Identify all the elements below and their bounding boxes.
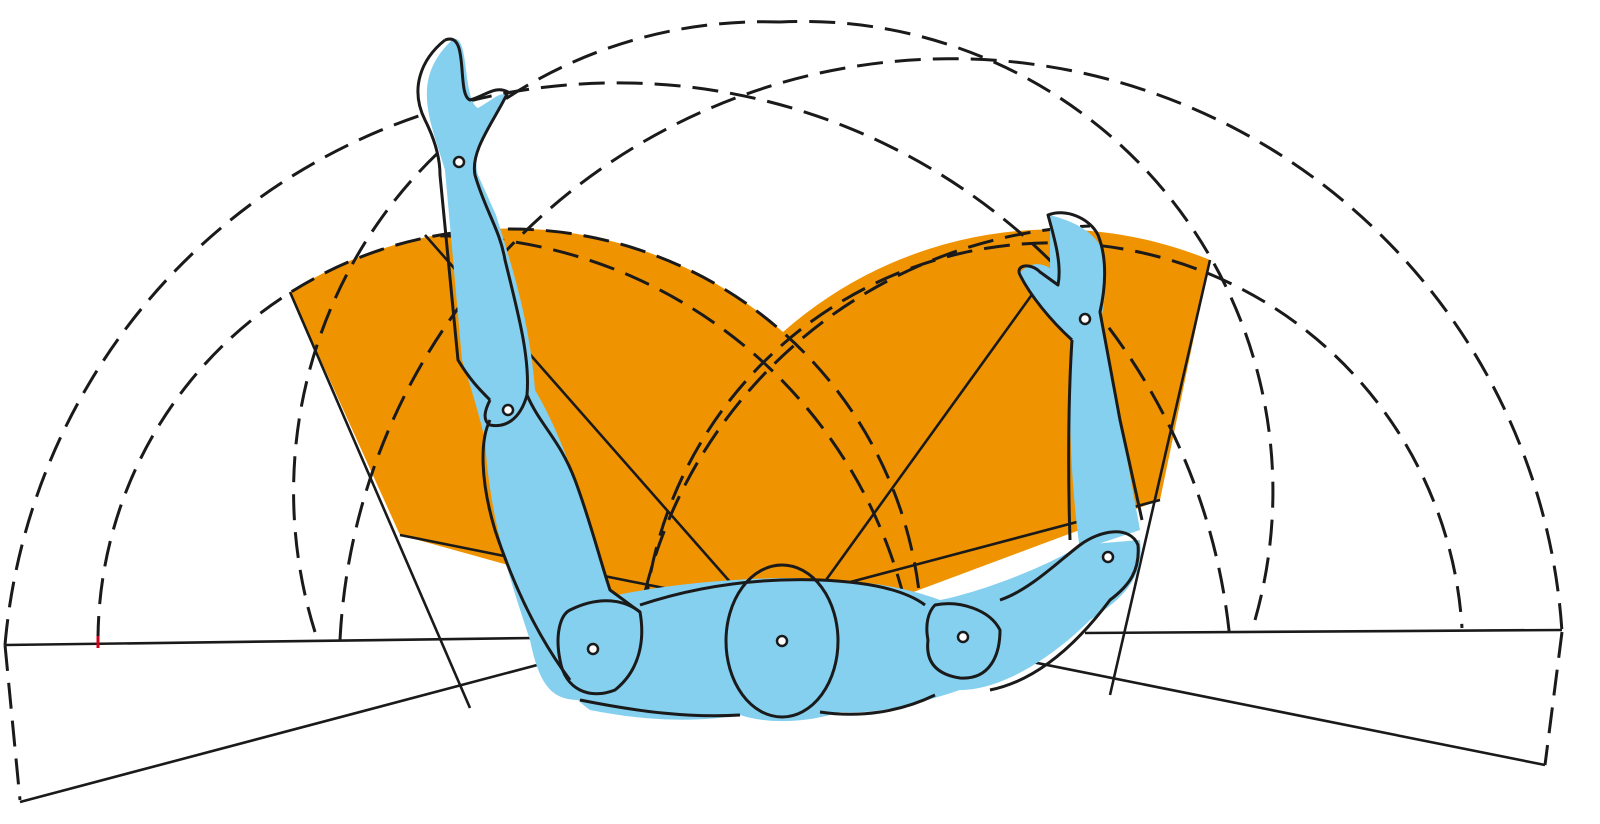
center-forearm-arc-right — [643, 224, 1091, 593]
left-hand-outline — [556, 599, 644, 696]
left-wrist-joint — [452, 155, 466, 169]
right-upper-arm-outline — [989, 339, 1140, 692]
torso-outline — [724, 563, 840, 719]
right-shoulder-joint — [956, 630, 970, 644]
left-forearm-inner-outline — [416, 38, 492, 402]
right-reach-ray — [780, 227, 1082, 642]
left-inner-arc — [292, 20, 781, 633]
left-sector-edge — [288, 291, 472, 709]
torso-fill — [555, 540, 1141, 722]
center-joint — [775, 634, 789, 648]
left-shoulder-joint — [586, 642, 600, 656]
right-inner-arc — [779, 19, 1275, 621]
left-elbow-outline — [481, 394, 572, 681]
right-arm-fill — [1018, 215, 1140, 550]
left-horizontal-line — [4, 636, 536, 647]
right-wrist-joint — [1078, 312, 1092, 326]
left-forearm-outline — [444, 37, 641, 614]
right-max-reach-arc — [338, 57, 1564, 766]
right-hand-outline — [925, 602, 1002, 680]
right-sector-edge — [1108, 259, 1212, 696]
right-elbow-joint — [1101, 550, 1115, 564]
right-forearm-outline — [1017, 211, 1144, 521]
right-horizontal-line — [1084, 628, 1563, 635]
left-max-reach-arc — [3, 81, 1232, 801]
shoulder-bar-outline — [579, 578, 936, 718]
arm-fill-group — [426, 39, 1141, 722]
center-forearm-arc-left — [429, 234, 914, 637]
left-optimal-reach-arc — [96, 227, 924, 643]
left-elbow-joint — [501, 403, 515, 417]
joint-markers — [452, 155, 1115, 656]
left-arm-fill — [426, 39, 640, 700]
body-outline-group — [416, 37, 1144, 719]
